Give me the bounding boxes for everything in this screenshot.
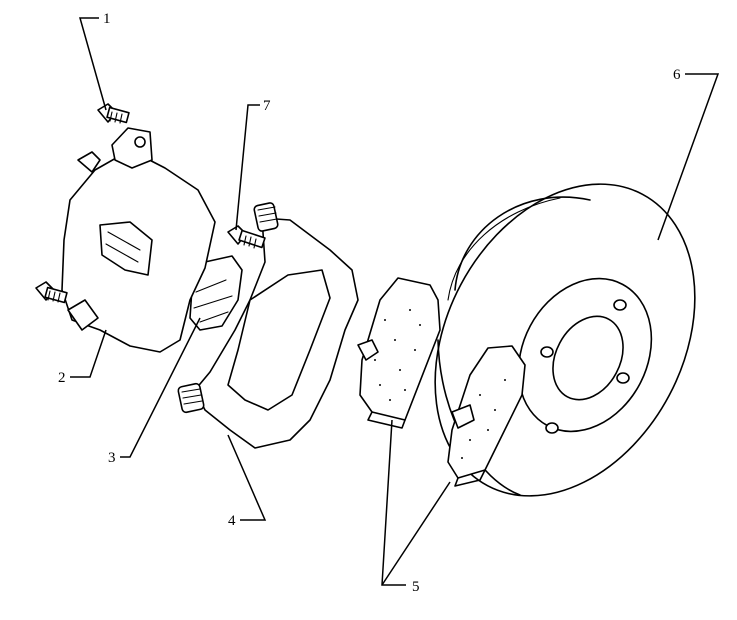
carrier-mounting-bolt xyxy=(227,225,266,249)
brake-pad-outer xyxy=(357,277,441,429)
callout-4: 4 xyxy=(228,513,236,529)
callout-6: 6 xyxy=(673,67,681,83)
leader-3 xyxy=(120,317,201,458)
leader-2 xyxy=(70,329,107,378)
leader-lines xyxy=(70,17,720,586)
brake-caliper xyxy=(61,127,216,353)
callout-2: 2 xyxy=(58,370,66,386)
leader-5a xyxy=(381,419,406,586)
leader-1 xyxy=(79,17,107,111)
leader-4 xyxy=(227,434,267,521)
caliper-guide-bolt xyxy=(97,103,130,124)
leader-5b xyxy=(381,481,451,586)
callout-3: 3 xyxy=(108,450,116,466)
caliper-carrier-bracket xyxy=(177,202,359,449)
callout-7: 7 xyxy=(263,98,271,114)
leader-6 xyxy=(657,73,720,241)
leader-7 xyxy=(235,104,260,231)
brake-pad-inner xyxy=(447,345,526,487)
callout-1: 1 xyxy=(103,11,111,27)
caliper-guide-bolt-lower xyxy=(35,281,68,304)
callout-5: 5 xyxy=(412,579,420,595)
